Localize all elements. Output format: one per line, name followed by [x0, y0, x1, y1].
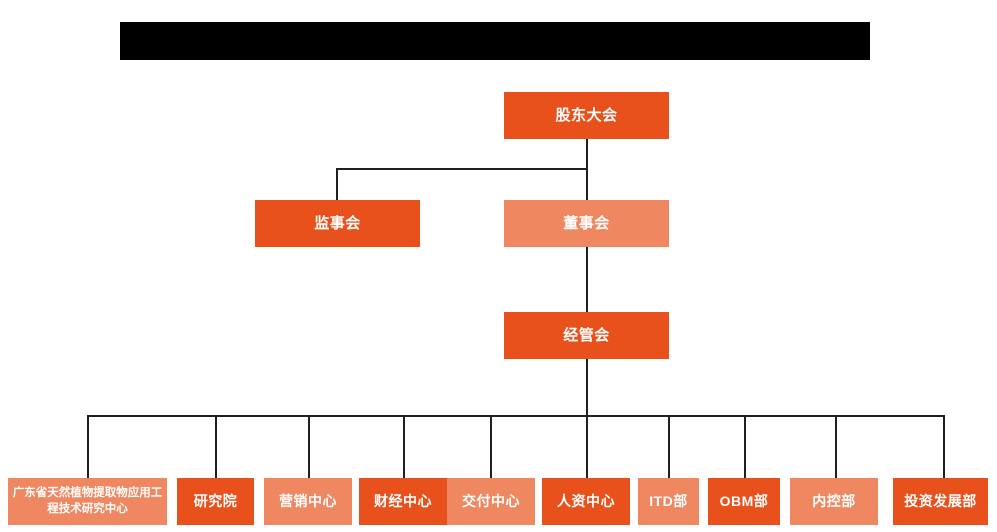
connector-management-down — [586, 359, 588, 416]
node-research-institute[interactable]: 研究院 — [177, 478, 254, 525]
node-directors[interactable]: 董事会 — [504, 200, 669, 247]
node-shareholders[interactable]: 股东大会 — [504, 92, 669, 139]
connector-drop-research-center — [87, 415, 89, 478]
node-research-center[interactable]: 广东省天然植物提取物应用工程技术研究中心 — [8, 478, 167, 525]
node-internal-control-department[interactable]: 内控部 — [790, 478, 878, 525]
node-management[interactable]: 经管会 — [504, 312, 669, 359]
connector-drop-research-institute — [215, 415, 217, 478]
connector-drop-directors — [586, 168, 588, 200]
connector-drop-supervisors — [336, 168, 338, 200]
node-finance-center[interactable]: 财经中心 — [359, 478, 447, 525]
node-delivery-center[interactable]: 交付中心 — [447, 478, 535, 525]
node-marketing-center[interactable]: 营销中心 — [264, 478, 352, 525]
connector-shareholders-down — [586, 139, 588, 169]
connector-drop-internal-control-department — [835, 415, 837, 478]
connector-bus-level2 — [336, 168, 588, 170]
node-itd-department[interactable]: ITD部 — [638, 478, 699, 525]
connector-drop-finance-center — [403, 415, 405, 478]
connector-bus-level4 — [87, 415, 945, 417]
node-supervisors[interactable]: 监事会 — [255, 200, 420, 247]
node-obm-department[interactable]: OBM部 — [708, 478, 780, 525]
redacted-title-bar — [120, 22, 870, 60]
connector-directors-to-management — [586, 247, 588, 312]
connector-drop-delivery-center — [490, 415, 492, 478]
connector-drop-itd-department — [668, 415, 670, 478]
connector-drop-obm-department — [744, 415, 746, 478]
node-investment-development-department[interactable]: 投资发展部 — [893, 478, 988, 525]
connector-drop-marketing-center — [308, 415, 310, 478]
node-hr-center[interactable]: 人资中心 — [542, 478, 630, 525]
connector-drop-hr-center — [586, 415, 588, 478]
connector-drop-investment-development-department — [943, 415, 945, 478]
